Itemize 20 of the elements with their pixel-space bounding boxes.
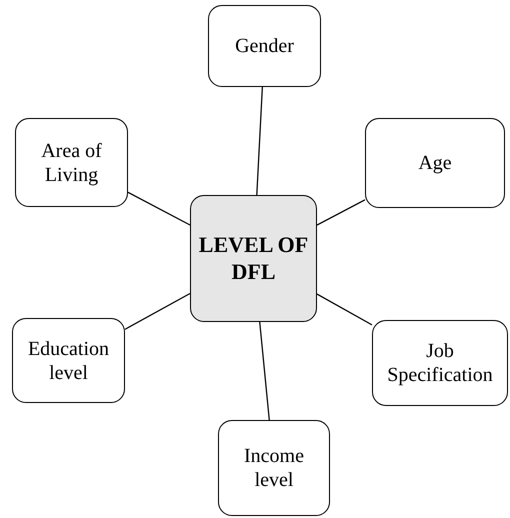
box-label: Area of Living: [40, 138, 103, 186]
factor-box: [12, 318, 125, 403]
factor-box: [208, 5, 321, 87]
connector-line: [256, 86, 263, 196]
factor-box: [15, 118, 128, 207]
central-box: [190, 195, 317, 322]
factor-box: [372, 320, 508, 406]
box-label: Income level: [243, 444, 305, 492]
connector-line: [259, 322, 270, 420]
factor-box: [365, 118, 505, 208]
box-label: Gender: [234, 34, 295, 58]
connector-line: [124, 292, 190, 330]
box-label: Education level: [26, 336, 110, 384]
box-label: Job Specification: [386, 339, 494, 387]
connector-line: [316, 294, 372, 326]
connector-line: [316, 199, 366, 226]
box-label: Age: [417, 151, 453, 175]
factor-box: [218, 420, 330, 516]
box-label: LEVEL OF DFL: [198, 232, 310, 285]
connector-line: [128, 192, 190, 226]
